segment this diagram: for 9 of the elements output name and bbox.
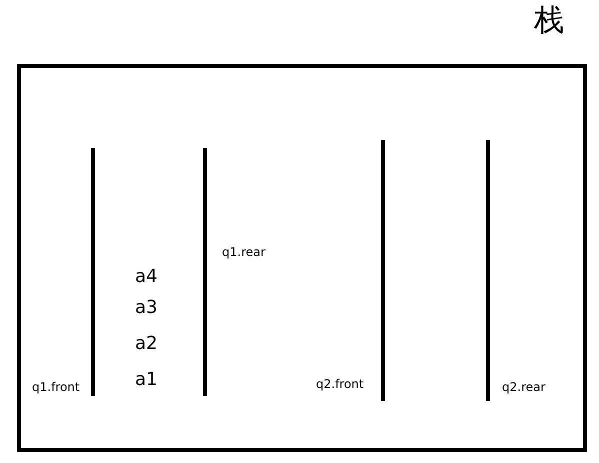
- element-label: a4: [135, 268, 158, 286]
- element-label: a3: [135, 299, 158, 317]
- queue-label: q2.front: [316, 378, 364, 390]
- title: 栈: [534, 6, 564, 36]
- queue-label: q1.rear: [222, 246, 266, 258]
- queue-label: q2.rear: [502, 381, 546, 393]
- element-label: a2: [135, 335, 158, 353]
- element-label: a1: [135, 371, 158, 389]
- queue-label: q1.front: [32, 381, 80, 393]
